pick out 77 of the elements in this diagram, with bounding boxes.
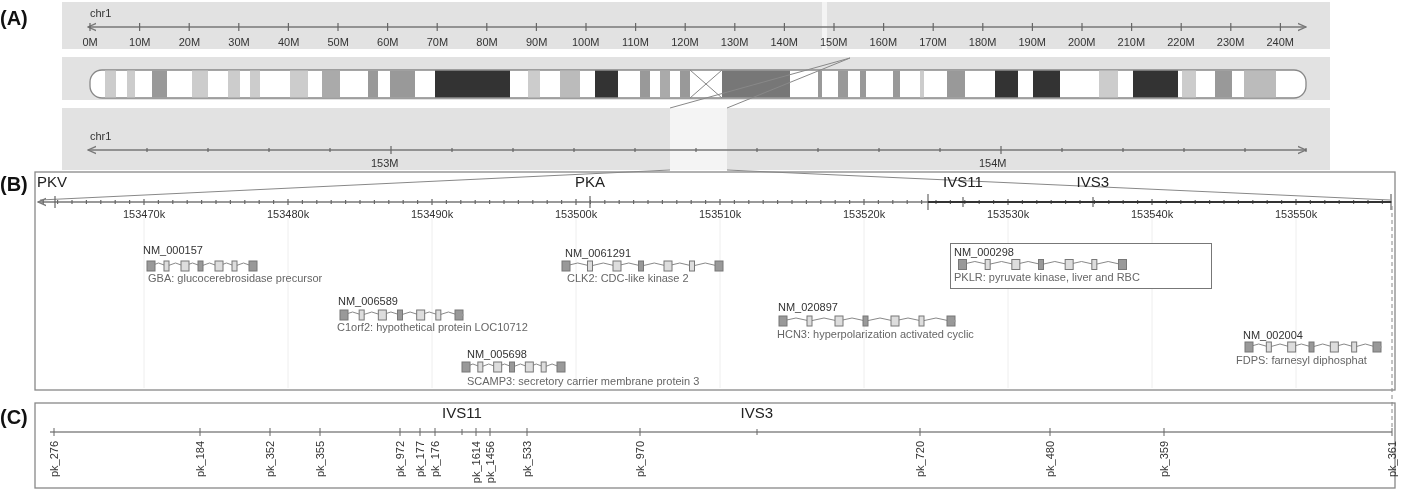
axis-tick-label: 100M bbox=[572, 37, 600, 48]
gene-description: SCAMP3: secretory carrier membrane protein 3 bbox=[467, 376, 700, 387]
panel-label: (A) bbox=[0, 8, 28, 28]
site-marker-label: PKV bbox=[37, 174, 67, 189]
axis-tick-label: 153510k bbox=[699, 209, 742, 220]
axis-tick-label: 230M bbox=[1216, 37, 1245, 48]
axis-tick-label: 140M bbox=[770, 37, 798, 48]
axis-tick-label: 150M bbox=[820, 37, 848, 48]
probe-label: pk_720 bbox=[914, 441, 926, 478]
axis-tick-label: 220M bbox=[1167, 37, 1195, 48]
axis-tick-label: 153540k bbox=[1131, 209, 1174, 220]
probe-label: pk_352 bbox=[264, 441, 276, 478]
gene-accession: NM_020897 bbox=[778, 302, 838, 313]
panel-label: (B) bbox=[0, 174, 28, 194]
gene-accession: NM_000298 bbox=[954, 247, 1014, 258]
gene-description: HCN3: hyperpolarization activated cyclic bbox=[777, 329, 974, 340]
axis-tick-label: 153530k bbox=[987, 209, 1030, 220]
chromosome-label: chr1 bbox=[90, 8, 112, 19]
axis-tick-label: 20M bbox=[178, 37, 201, 48]
gene-accession: NM_002004 bbox=[1243, 330, 1303, 341]
site-marker-label: IVS11 bbox=[442, 405, 482, 420]
axis-tick-label: 210M bbox=[1117, 37, 1146, 48]
axis-tick-label: 50M bbox=[327, 37, 349, 48]
site-marker-label: IVS11 bbox=[943, 174, 983, 189]
gene-description: FDPS: farnesyl diphosphat bbox=[1236, 355, 1367, 366]
gene-accession: NM_000157 bbox=[143, 245, 203, 256]
probe-label: pk_533 bbox=[521, 441, 533, 478]
axis-tick-label: 190M bbox=[1018, 37, 1046, 48]
chromosome-label: chr1 bbox=[90, 131, 112, 142]
axis-tick-label: 10M bbox=[129, 37, 151, 48]
axis-tick-label: 80M bbox=[476, 37, 498, 48]
axis-tick-label: 0M bbox=[82, 37, 98, 48]
probe-label: pk_177 bbox=[414, 441, 426, 478]
axis-tick-label: 170M bbox=[919, 37, 947, 48]
axis-tick-label: 153M bbox=[371, 158, 399, 169]
probe-label: pk_480 bbox=[1044, 441, 1056, 478]
axis-tick-label: 200M bbox=[1068, 37, 1096, 48]
gene-accession: NM_0061291 bbox=[565, 248, 632, 259]
axis-tick-label: 160M bbox=[869, 37, 898, 48]
axis-tick-label: 153500k bbox=[555, 209, 598, 220]
axis-tick-label: 90M bbox=[525, 37, 548, 48]
gene-description: GBA: glucocerebrosidase precursor bbox=[148, 273, 323, 284]
axis-tick-label: 30M bbox=[228, 37, 250, 48]
probe-label: pk_355 bbox=[314, 441, 326, 478]
gene-description: CLK2: CDC-like kinase 2 bbox=[567, 273, 689, 284]
probe-label: pk_276 bbox=[48, 441, 60, 478]
axis-tick-label: 153490k bbox=[411, 209, 454, 220]
axis-tick-label: 153480k bbox=[267, 209, 310, 220]
probe-label: pk_184 bbox=[194, 441, 206, 478]
axis-tick-label: 240M bbox=[1266, 37, 1294, 48]
axis-tick-label: 130M bbox=[720, 37, 749, 48]
probe-label: pk_1456 bbox=[484, 441, 496, 484]
probe-label: pk_1614 bbox=[470, 441, 482, 484]
site-marker-label: IVS3 bbox=[740, 405, 774, 420]
axis-tick-label: 110M bbox=[622, 37, 649, 48]
probe-label: pk_359 bbox=[1158, 441, 1170, 478]
axis-tick-label: 153550k bbox=[1275, 209, 1318, 220]
axis-tick-label: 40M bbox=[277, 37, 300, 48]
highlight-box bbox=[950, 243, 1212, 289]
axis-tick-label: 153520k bbox=[843, 209, 886, 220]
probe-label: pk_970 bbox=[634, 441, 646, 478]
axis-tick-label: 60M bbox=[377, 37, 399, 48]
probe-label: pk_176 bbox=[429, 441, 441, 478]
site-marker-label: PKA bbox=[575, 174, 605, 189]
axis-tick-label: 153470k bbox=[123, 209, 166, 220]
probe-label: pk_972 bbox=[394, 441, 406, 478]
axis-tick-label: 180M bbox=[968, 37, 997, 48]
probe-label: pk_361 bbox=[1386, 441, 1398, 478]
gene-accession: NM_006589 bbox=[338, 296, 398, 307]
axis-tick-label: 154M bbox=[979, 158, 1007, 169]
gene-description: C1orf2: hypothetical protein LOC10712 bbox=[337, 322, 528, 333]
panel-label: (C) bbox=[0, 407, 28, 427]
gene-description: PKLR: pyruvate kinase, liver and RBC bbox=[954, 272, 1140, 283]
gene-accession: NM_005698 bbox=[467, 349, 527, 360]
axis-tick-label: 120M bbox=[671, 37, 699, 48]
site-marker-label: IVS3 bbox=[1076, 174, 1110, 189]
axis-tick-label: 70M bbox=[426, 37, 449, 48]
